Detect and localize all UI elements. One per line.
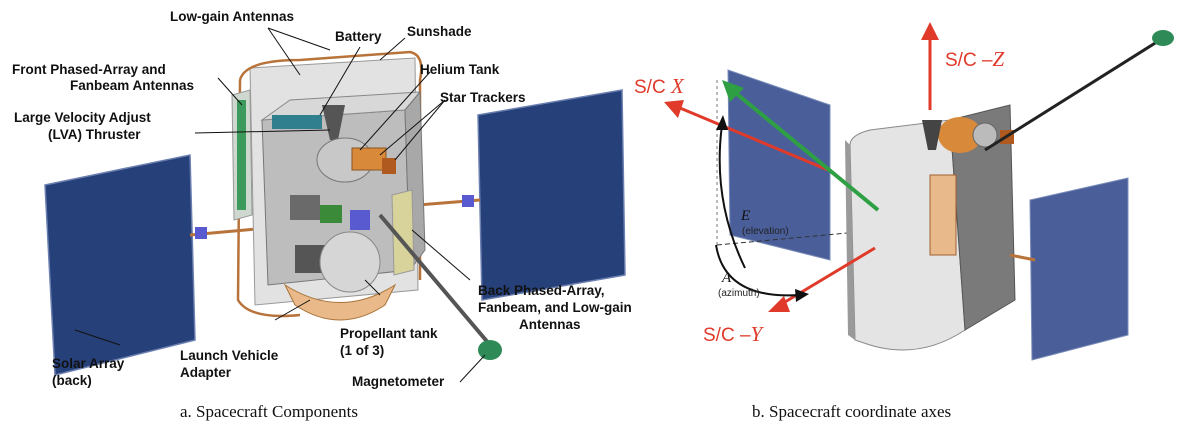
azimuth-symbol: A	[722, 270, 732, 286]
label-magnetometer: Magnetometer	[352, 374, 445, 389]
label-back-phased-3: Antennas	[519, 317, 581, 332]
axis-x-arrow	[679, 106, 829, 172]
label-lva-2: (LVA) Thruster	[48, 127, 141, 142]
solar-array-b-left	[727, 69, 831, 261]
elevation-symbol: E	[741, 208, 751, 224]
label-propellant-tank-2: (1 of 3)	[340, 343, 385, 358]
label-front-phased-array-1: Front Phased-Array and	[12, 62, 166, 77]
solar-array-right	[477, 89, 626, 301]
launch-vehicle-adapter	[283, 283, 397, 321]
label-back-phased-1: Back Phased-Array,	[478, 283, 605, 298]
propellant-tank	[319, 231, 381, 293]
azimuth-label: (azimuth)	[718, 288, 760, 299]
axis-y-label: S/C –Y	[703, 322, 763, 346]
label-battery: Battery	[335, 29, 382, 44]
caption-panel-a: a. Spacecraft Components	[180, 402, 358, 421]
label-lva-1: Large Velocity Adjust	[14, 110, 151, 125]
magnetometer	[478, 340, 502, 360]
elevation-arc	[718, 124, 746, 269]
axis-x-label: S/C X	[634, 74, 684, 98]
label-sunshade: Sunshade	[407, 24, 472, 39]
label-launch-vehicle-1: Launch Vehicle	[180, 348, 279, 363]
label-solar-array-2: (back)	[52, 373, 92, 388]
solar-array-b-right	[1029, 177, 1129, 361]
elevation-label: (elevation)	[742, 226, 789, 237]
label-helium-tank: Helium Tank	[420, 62, 500, 77]
label-low-gain-antennas: Low-gain Antennas	[170, 9, 294, 24]
axis-z-label: S/C –Z	[945, 47, 1005, 71]
solar-array-left	[44, 154, 196, 376]
label-back-phased-2: Fanbeam, and Low-gain	[478, 300, 632, 315]
target-vector-arrow	[730, 88, 880, 212]
label-launch-vehicle-2: Adapter	[180, 365, 232, 380]
label-front-phased-array-2: Fanbeam Antennas	[70, 78, 195, 93]
azimuth-arc	[715, 244, 801, 297]
spacecraft-components-illustration	[44, 27, 626, 383]
lva-thruster	[322, 105, 345, 140]
caption-panel-b: b. Spacecraft coordinate axes	[752, 402, 952, 421]
label-solar-array-1: Solar Array	[52, 356, 125, 371]
label-star-trackers: Star Trackers	[440, 90, 526, 105]
coordinate-axes-illustration	[664, 22, 1174, 361]
label-propellant-tank-1: Propellant tank	[340, 326, 438, 341]
